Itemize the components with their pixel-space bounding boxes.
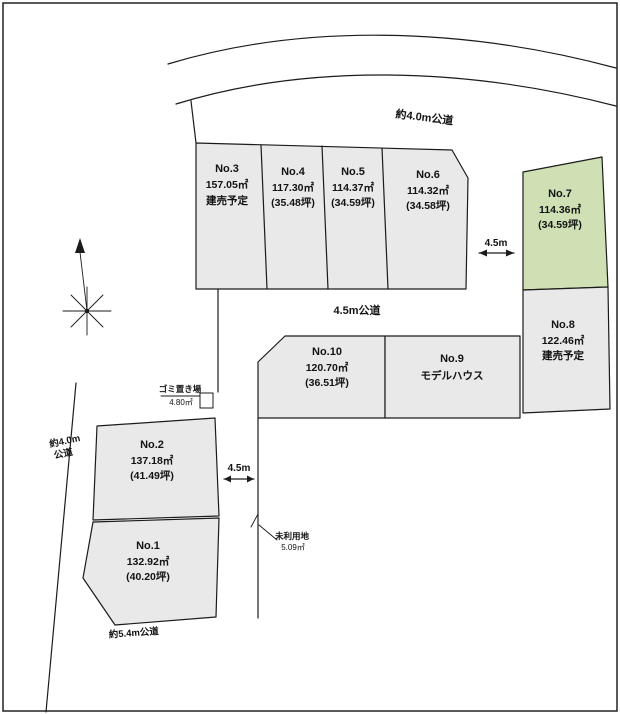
unused-land-label: 未利用地 [274, 531, 310, 541]
lot-no7-label: No.7 [548, 188, 572, 200]
garbage-station-area: 4.80㎡ [169, 398, 193, 407]
lot-no9-label: No.9 [440, 353, 464, 365]
gap-right-dimension: 4.5m [485, 238, 508, 249]
unused-land-area: 5.09㎡ [281, 543, 305, 552]
lot-no8-shape [522, 286, 611, 414]
lot-no6-tsubo: (34.58坪) [406, 199, 450, 212]
road-label-left: 約4.0m 公道 [48, 432, 81, 462]
dimension-arrow-right-gap [478, 249, 515, 257]
road-label-bottom: 約5.4m公道 [108, 625, 159, 641]
lot-no10-label: No.10 [312, 346, 342, 358]
lot-no1-area: 132.92㎡ [127, 555, 170, 568]
lot-no9-shape [384, 335, 521, 419]
lot-no2-shape [92, 417, 220, 521]
lot-no4-label: No.4 [281, 166, 306, 178]
lot-no4-area: 117.30㎡ [272, 181, 315, 194]
lot-no10-tsubo: (36.51坪) [305, 376, 349, 389]
lot-no5-area: 114.37㎡ [332, 181, 375, 194]
lot-no5-tsubo: (34.59坪) [331, 196, 375, 209]
lot-no2-area: 137.18㎡ [131, 454, 174, 467]
lot-no4-tsubo: (35.48坪) [271, 196, 315, 209]
lot-band-3-6-shape [195, 142, 469, 290]
compass-rose [62, 238, 112, 336]
dimension-arrow-left-gap [223, 475, 255, 483]
top-road-connector [190, 100, 197, 144]
lot-no1-tsubo: (40.20坪) [126, 570, 170, 583]
lot-no5-label: No.5 [341, 166, 365, 178]
gap-left-dimension: 4.5m [228, 463, 251, 474]
garbage-station-box [199, 392, 214, 409]
lot-no8-label: No.8 [551, 319, 575, 331]
lot-no9-note: モデルハウス [421, 369, 484, 382]
top-road-lower-edge [175, 74, 617, 107]
lot-no2-tsubo: (41.49坪) [130, 469, 174, 482]
left-road-edge [45, 382, 77, 713]
lot-divider-4-5 [321, 145, 329, 290]
lot-no1-shape [82, 517, 220, 626]
top-road-upper-edge [167, 34, 617, 69]
lot-no6-area: 114.32㎡ [407, 184, 450, 197]
unused-land-tick [250, 513, 259, 528]
lot-no7-area: 114.36㎡ [539, 203, 582, 216]
road-label-middle: 4.5m公道 [333, 303, 380, 317]
lot-no3-label: No.3 [215, 163, 239, 175]
lot-no1-label: No.1 [136, 540, 160, 552]
lot-no10-shape [257, 335, 386, 419]
lot-no8-note: 建売予定 [541, 349, 584, 362]
lot-divider-5-6 [381, 147, 389, 290]
lot-no3-area: 157.05㎡ [206, 178, 249, 191]
lot-no7-tsubo: (34.59坪) [538, 218, 582, 231]
lot-no8-area: 122.46㎡ [542, 334, 585, 347]
road-label-top: 約4.0m公道 [395, 107, 454, 128]
lot-no6-label: No.6 [416, 169, 440, 181]
lot-no2-label: No.2 [140, 439, 164, 451]
lot-no10-area: 120.70㎡ [306, 361, 349, 374]
unused-land-leader [258, 524, 278, 541]
garbage-station-label: ゴミ置き場 [159, 384, 202, 394]
road-label-left-line2: 公道 [53, 446, 75, 462]
lot-no3-note: 建売予定 [205, 194, 248, 207]
lot-divider-3-4 [260, 144, 268, 290]
